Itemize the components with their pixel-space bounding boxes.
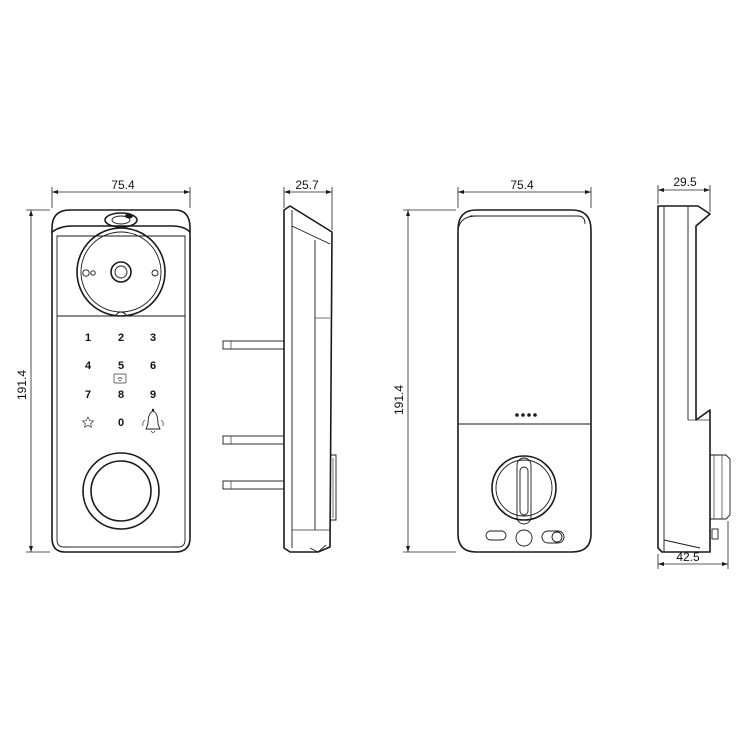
right-side-view: 29.5 42.5: [657, 175, 731, 569]
bell-icon[interactable]: [142, 408, 164, 433]
key-2[interactable]: 2: [118, 332, 124, 344]
key-3[interactable]: 3: [150, 332, 156, 344]
front-height-dimension: 191.4: [15, 209, 50, 553]
card-reader-icon: [113, 373, 127, 384]
key-0[interactable]: 0: [118, 417, 124, 429]
key-6[interactable]: 6: [150, 360, 156, 372]
back-height-label: 191.4: [392, 385, 406, 415]
front-height-label: 191.4: [15, 370, 29, 400]
right-bottom-depth-label: 42.5: [676, 550, 700, 564]
right-thumb-turn: [710, 454, 731, 540]
side-view: 25.7: [222, 178, 337, 553]
right-top-dimension: 29.5: [657, 175, 711, 212]
camera-module: [76, 227, 166, 317]
right-top-depth-label: 29.5: [673, 175, 697, 189]
key-8[interactable]: 8: [118, 389, 124, 401]
back-height-dimension: 191.4: [392, 209, 456, 553]
front-view: 1 2 3 4 5 6 7 8 9 0: [15, 178, 191, 553]
through-bolts: [222, 340, 285, 490]
back-width-label: 75.4: [510, 178, 534, 192]
keypad: 1 2 3 4 5 6 7 8 9 0: [81, 332, 164, 433]
back-view: 75.4 191.4: [392, 178, 592, 553]
side-depth-dimension: 25.7: [283, 178, 333, 230]
back-buttons: [485, 529, 565, 547]
front-knob: [82, 452, 160, 530]
side-depth-label: 25.7: [295, 178, 319, 192]
key-1[interactable]: 1: [85, 332, 91, 344]
battery-indicator: [515, 413, 537, 417]
front-width-dimension: 75.4: [51, 178, 191, 208]
back-width-dimension: 75.4: [457, 178, 592, 208]
key-4[interactable]: 4: [85, 360, 92, 372]
reset-button[interactable]: [485, 530, 507, 541]
usb-port-icon: [515, 529, 533, 547]
thumb-turn[interactable]: [491, 455, 557, 525]
right-bottom-dimension: 42.5: [657, 521, 729, 569]
key-9[interactable]: 9: [150, 389, 156, 401]
toggle-switch[interactable]: [541, 530, 565, 544]
fingerprint-sensor: [104, 212, 138, 228]
key-7[interactable]: 7: [85, 389, 91, 401]
star-icon[interactable]: [81, 416, 95, 428]
front-width-label: 75.4: [111, 178, 135, 192]
key-5[interactable]: 5: [118, 360, 124, 372]
